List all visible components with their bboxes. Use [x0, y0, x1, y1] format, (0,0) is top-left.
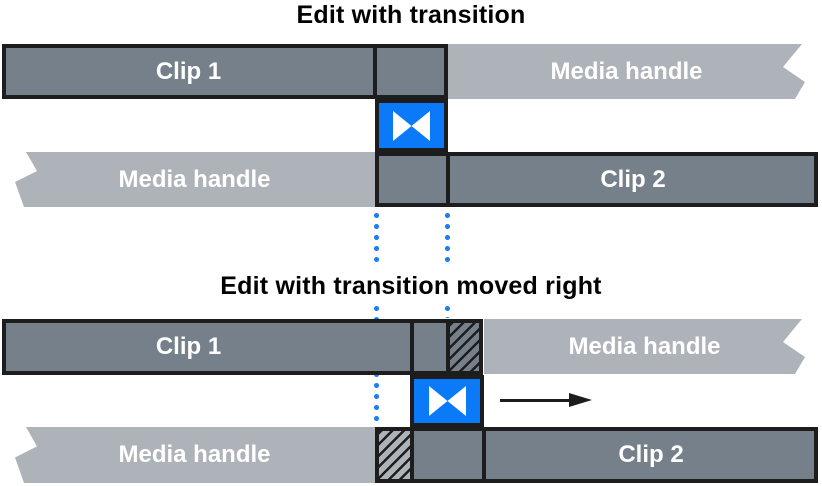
- guide-dotted-line-left-upper: [374, 210, 379, 268]
- media-handle-shape-bottom-left: [15, 152, 375, 207]
- clip1-bar: [2, 44, 448, 99]
- clip2-bar: [375, 152, 818, 207]
- media-handle-shape-bottom-left-moved: [15, 427, 375, 483]
- clip1-moved-edit-point-divider: [410, 319, 414, 375]
- transition-bowtie-icon: [393, 110, 430, 141]
- guide-dotted-line-right-upper: [445, 210, 450, 268]
- clip1-overlap-hatched-area: [450, 323, 479, 371]
- section-title-edit-with-transition: Edit with transition: [296, 1, 526, 29]
- clip2-moved-edit-point-divider: [482, 427, 486, 483]
- media-handle-shape-top-right: [448, 44, 805, 99]
- media-handle-overlap-hatched-area: [379, 431, 410, 479]
- clip2-hatch-divider: [410, 427, 414, 483]
- move-right-arrow-head: [569, 393, 592, 407]
- clip2-bar-moved: [375, 427, 818, 483]
- transition-box-moved: [410, 375, 484, 427]
- clip1-bar-moved: [2, 319, 483, 375]
- clip1-edit-point-divider: [373, 44, 377, 99]
- media-handle-shape-top-right-moved: [484, 319, 805, 374]
- clip1-hatch-divider: [446, 319, 450, 375]
- guide-dotted-line-right-lower: [445, 303, 450, 318]
- transition-box: [375, 99, 448, 152]
- clip2-edit-point-divider: [446, 152, 450, 207]
- move-right-arrow-icon: [500, 399, 572, 402]
- section-title-edit-with-transition-moved-right: Edit with transition moved right: [220, 272, 602, 300]
- transition-bowtie-icon: [428, 386, 466, 416]
